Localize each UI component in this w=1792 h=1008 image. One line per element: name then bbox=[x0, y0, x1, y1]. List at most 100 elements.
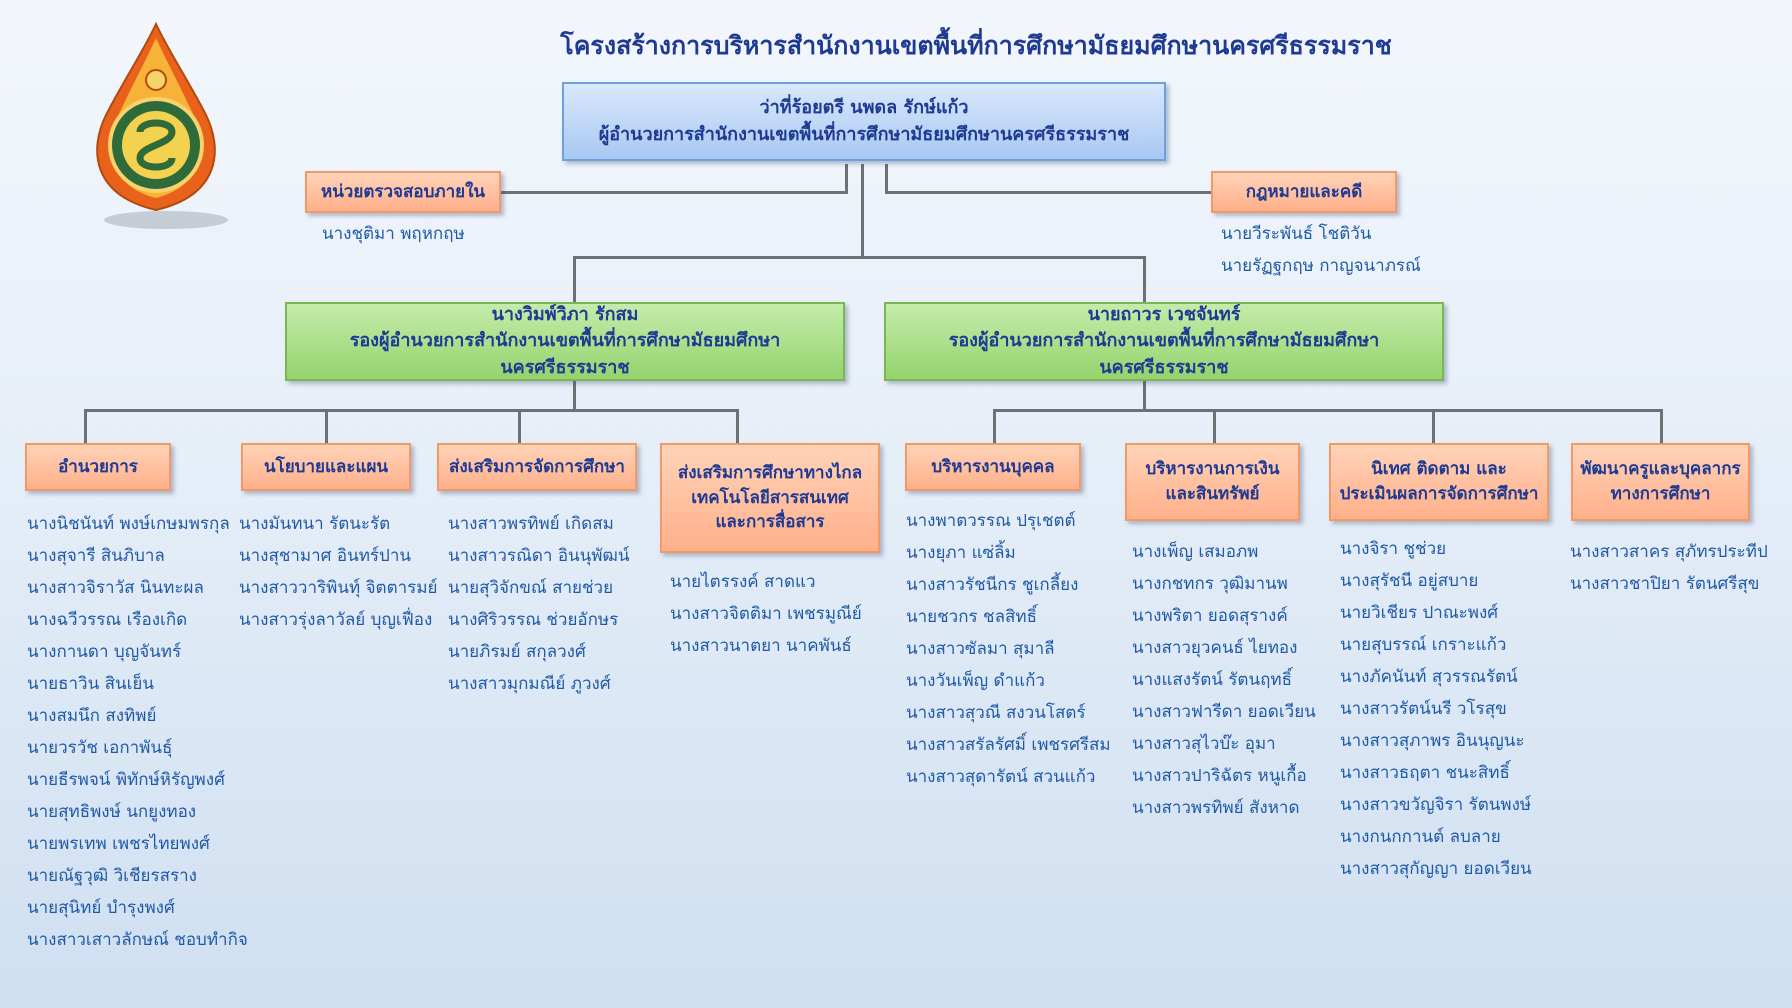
person-name: นายวรวัช เอกาพันธุ์ bbox=[27, 738, 173, 758]
person-name: นางฉวีวรรณ เรืองเกิด bbox=[27, 610, 188, 630]
group-box: นิเทศ ติดตาม และ ประเมินผลการจัดการศึกษา bbox=[1329, 443, 1549, 521]
group-box: บริหารงานบุคคล bbox=[905, 443, 1081, 491]
person-name: นางสาวจิตติมา เพชรมูณีย์ bbox=[670, 604, 862, 624]
group-box: บริหารงานการเงิน และสินทรัพย์ bbox=[1125, 443, 1300, 521]
person-name: นายพรเทพ เพชรไทยพงศ์ bbox=[27, 834, 210, 854]
group-label: ส่งเสริมการศึกษาทางไกล bbox=[677, 463, 863, 484]
person-name: นางกานดา บุญจันทร์ bbox=[27, 642, 182, 662]
deputy-position: รองผู้อำนวยการสำนักงานเขตพื้นที่การศึกษา… bbox=[948, 330, 1380, 378]
group-label: และการสื่อสาร bbox=[715, 512, 825, 533]
connector-line bbox=[1143, 381, 1146, 411]
group-label: นโยบายและแผน bbox=[263, 456, 389, 477]
person-name: นางสาวสุไวบ๊ะ อุมา bbox=[1132, 734, 1276, 754]
connector-line bbox=[1660, 409, 1663, 443]
deputy-position: รองผู้อำนวยการสำนักงานเขตพื้นที่การศึกษา… bbox=[349, 330, 781, 378]
director-box: ว่าที่ร้อยตรี นพดล รักษ์แก้ว ผู้อำนวยการ… bbox=[562, 82, 1166, 161]
person-name: นางสาวมุกมณีย์ ภูวงศ์ bbox=[448, 674, 611, 694]
person-name: นางแสงรัตน์ รัตนฤทธิ์ bbox=[1132, 670, 1292, 690]
person-name: นางสาวสรัลรัศมิ์ เพชรศรีสม bbox=[906, 735, 1111, 755]
person-name: นางสาวรัชนีกร ชูเกลี้ยง bbox=[906, 575, 1079, 595]
group-box: พัฒนาครูและบุคลากร ทางการศึกษา bbox=[1571, 443, 1750, 521]
group-box: นโยบายและแผน bbox=[241, 443, 411, 491]
group-people: นางนิชนันท์ พงษ์เกษมพรกุล นางสุจารี สินภ… bbox=[27, 508, 248, 956]
person-name: นางสาวรัตน์นรี วโรสุข bbox=[1340, 699, 1507, 719]
person-name: นางสาวยุวคนธ์ ไยทอง bbox=[1132, 638, 1298, 658]
person-name: นางเพ็ญ เสมอภพ bbox=[1132, 542, 1259, 562]
connector-line bbox=[993, 409, 1663, 412]
person-name: นางจิรา ชูช่วย bbox=[1340, 539, 1447, 559]
person-name: นายสุนิทย์ บำรุงพงศ์ bbox=[27, 898, 175, 918]
group-label: บริหารงานการเงิน bbox=[1145, 459, 1280, 480]
connector-line bbox=[573, 381, 576, 411]
person-name: นายสุบรรณ์ เกราะแก้ว bbox=[1340, 635, 1507, 655]
person-name: นางสาวสาคร สุภัทรประทีป bbox=[1570, 542, 1768, 562]
group-people: นางเพ็ญ เสมอภพ นางกชทกร วุฒิมานพ นางพริต… bbox=[1132, 536, 1316, 824]
person-name: นางสาวสุกัญญา ยอดเวียน bbox=[1340, 859, 1532, 879]
group-label: เทคโนโลยีสารสนเทศ bbox=[691, 487, 849, 508]
group-box: ส่งเสริมการศึกษาทางไกล เทคโนโลยีสารสนเทศ… bbox=[660, 443, 880, 553]
group-people: นางสาวสาคร สุภัทรประทีป นางสาวชาปิยา รัต… bbox=[1570, 536, 1768, 600]
person-name: นายไตรรงค์ สาดแว bbox=[670, 572, 816, 592]
person-name: นายณัฐวุฒิ วิเชียรสราง bbox=[27, 866, 197, 886]
person-name: นางสุรัชนี อยู่สบาย bbox=[1340, 571, 1479, 591]
legal-people: นายวีระพันธ์ โชติวัน นายรัฏฐกฤษ กาญจนาภร… bbox=[1221, 218, 1421, 282]
person-name: นางสาวเสาวลักษณ์ ชอบทำกิจ bbox=[27, 930, 248, 950]
person-name: นางสาวปาริฉัตร หนูเกื้อ bbox=[1132, 766, 1307, 786]
legal-label: กฎหมายและคดี bbox=[1245, 181, 1363, 202]
connector-line bbox=[573, 256, 1146, 259]
person-name: นางพาตวรรณ ปรุเชตต์ bbox=[906, 511, 1076, 531]
person-name: นางสาวพรทิพย์ เกิดสม bbox=[448, 514, 614, 534]
connector-line bbox=[573, 256, 576, 302]
person-name: นางสาวฟารีดา ยอดเวียน bbox=[1132, 702, 1316, 722]
group-label: ประเมินผลการจัดการศึกษา bbox=[1339, 484, 1539, 504]
person-name: นายภิรมย์ สกุลวงศ์ bbox=[448, 642, 586, 662]
person-name: นางภัคนันท์ สุวรรณรัตน์ bbox=[1340, 667, 1518, 687]
connector-line bbox=[1432, 409, 1435, 443]
connector-line bbox=[845, 164, 848, 194]
person-name: นางสาวนาตยา นาคพันธ์ bbox=[670, 636, 852, 656]
group-people: นางพาตวรรณ ปรุเชตต์ นางยุภา แซ่ลิ้ม นางส… bbox=[906, 505, 1111, 793]
person-name: นายรัฏฐกฤษ กาญจนาภรณ์ bbox=[1221, 256, 1421, 276]
connector-line bbox=[736, 409, 739, 443]
internal-audit-box: หน่วยตรวจสอบภายใน bbox=[305, 171, 501, 213]
deputy-name: นางวิมพ์วิภา รักสม bbox=[491, 304, 639, 326]
group-people: นางสาวพรทิพย์ เกิดสม นางสาวรณิดา อินนุพั… bbox=[448, 508, 629, 700]
group-people: นายไตรรงค์ สาดแว นางสาวจิตติมา เพชรมูณีย… bbox=[670, 566, 862, 662]
person-name: นายธาวิน สินเย็น bbox=[27, 674, 155, 694]
group-label: ส่งเสริมการจัดการศึกษา bbox=[449, 456, 625, 477]
connector-line bbox=[1213, 409, 1216, 443]
director-position: ผู้อำนวยการสำนักงานเขตพื้นที่การศึกษามัธ… bbox=[598, 123, 1130, 145]
internal-audit-label: หน่วยตรวจสอบภายใน bbox=[320, 181, 486, 202]
connector-line bbox=[84, 409, 739, 412]
deputy-name: นายถาวร เวชจันทร์ bbox=[1087, 304, 1241, 326]
person-name: นางศิริวรรณ ช่วยอักษร bbox=[448, 610, 619, 630]
person-name: นายวิเชียร ปาณะพงศ์ bbox=[1340, 603, 1499, 623]
person-name: นางชุติมา พฤหกฤษ bbox=[322, 224, 465, 244]
connector-line bbox=[84, 409, 87, 443]
person-name: นางสาวซัลมา สุมาลี bbox=[906, 639, 1055, 659]
person-name: นางสุจารี สินภิบาล bbox=[27, 546, 165, 566]
group-label: ทางการศึกษา bbox=[1610, 484, 1711, 504]
director-name: ว่าที่ร้อยตรี นพดล รักษ์แก้ว bbox=[759, 97, 969, 119]
group-box: อำนวยการ bbox=[25, 443, 171, 491]
person-name: นางสาวขวัญจิรา รัตนพงษ์ bbox=[1340, 795, 1532, 815]
person-name: นางสาววาริพินทุ์ จิตตารมย์ bbox=[239, 578, 438, 598]
page-title: โครงสร้างการบริหารสำนักงานเขตพื้นที่การศ… bbox=[560, 31, 1392, 60]
connector-line bbox=[993, 409, 996, 443]
group-label: นิเทศ ติดตาม และ bbox=[1371, 459, 1507, 480]
internal-audit-people: นางชุติมา พฤหกฤษ bbox=[322, 218, 465, 250]
person-name: นางกชทกร วุฒิมานพ bbox=[1132, 574, 1288, 594]
legal-box: กฎหมายและคดี bbox=[1211, 171, 1397, 213]
group-people: นางมันทนา รัตนะรัต นางสุชามาศ อินทร์ปาน … bbox=[239, 508, 437, 636]
person-name: นางสาวชาปิยา รัตนศรีสุข bbox=[1570, 574, 1760, 594]
group-label: พัฒนาครูและบุคลากร bbox=[1580, 459, 1741, 480]
person-name: นางสมนึก สงทิพย์ bbox=[27, 706, 157, 726]
person-name: นางกนกกานต์ ลบลาย bbox=[1340, 827, 1501, 847]
person-name: นางพริตา ยอดสุรางค์ bbox=[1132, 606, 1288, 626]
connector-line bbox=[885, 164, 888, 194]
person-name: นางยุภา แซ่ลิ้ม bbox=[906, 543, 1016, 563]
group-label: อำนวยการ bbox=[58, 456, 138, 477]
person-name: นางวันเพ็ญ ดำแก้ว bbox=[906, 671, 1045, 691]
person-name: นางสาวสุวณี สงวนโสตร์ bbox=[906, 703, 1086, 723]
person-name: นางสาวจิราวัส นินทะผล bbox=[27, 578, 204, 598]
